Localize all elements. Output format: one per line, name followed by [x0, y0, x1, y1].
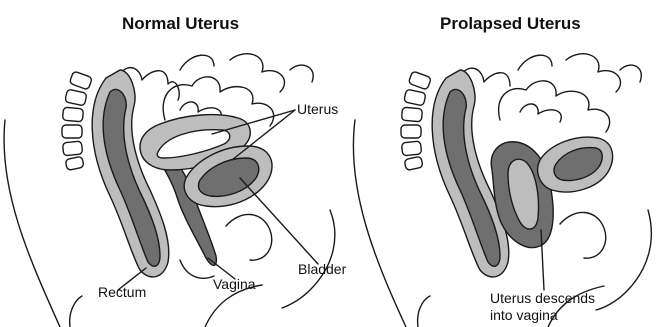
body-outline-left	[4, 120, 60, 327]
sacrum-right	[401, 71, 431, 171]
intestines-right	[458, 54, 641, 132]
uterus-descends-line1: Uterus descends	[490, 290, 595, 307]
prolapsed-uterus-illustration	[353, 54, 651, 327]
rectum-label: Rectum	[98, 284, 146, 301]
sacrum-left	[62, 71, 92, 171]
uterus-label: Uterus	[297, 101, 338, 118]
vagina-label: Vagina	[213, 276, 256, 293]
uterus-descends-label: Uterus descends into vagina	[490, 290, 595, 324]
uterus-descends-line2: into vagina	[490, 307, 595, 324]
body-outline-right	[353, 120, 406, 327]
normal-uterus-illustration	[4, 54, 335, 327]
bladder-label: Bladder	[298, 261, 346, 278]
normal-uterus-title: Normal Uterus	[122, 14, 239, 34]
prolapsed-uterus-title: Prolapsed Uterus	[440, 14, 581, 34]
